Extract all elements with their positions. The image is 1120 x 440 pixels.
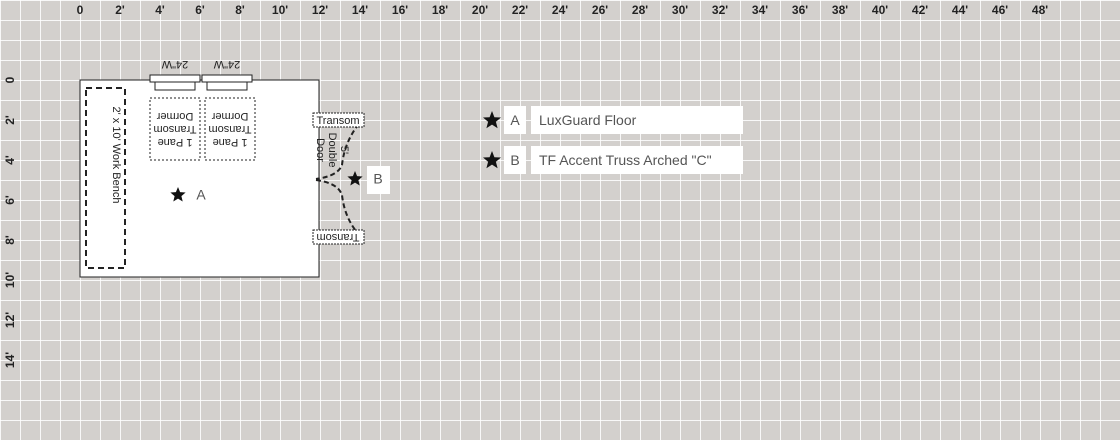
ruler-x-label: 36' (791, 3, 809, 17)
dormer-label-line: 1 Pane (213, 136, 248, 148)
ruler-x-label: 0 (76, 3, 84, 17)
ruler-x-label: 42' (911, 3, 929, 17)
dormer-outline (204, 97, 256, 161)
window-label: 24"W (213, 58, 240, 70)
ruler-x-label: 40' (871, 3, 889, 17)
dormer-left[interactable]: 1 Pane Transom Dormer (149, 97, 201, 161)
window-frame (201, 74, 253, 83)
dormer-outline (149, 97, 201, 161)
horizontal-ruler: 0 2' 4' 6' 8' 10' 12' 14' 16' 18' 20' 22… (0, 0, 1120, 20)
ruler-x-label: 46' (991, 3, 1009, 17)
ruler-x-label: 12' (311, 3, 329, 17)
door-label-line: 5' (338, 146, 350, 154)
ruler-x-label: 32' (711, 3, 729, 17)
dormer-label-line: Transom (154, 123, 197, 135)
star-icon (170, 187, 186, 202)
ruler-x-label: 8' (235, 3, 245, 17)
dormer-label-line: Dormer (156, 110, 193, 122)
dormer-label-line: Transom (209, 123, 252, 135)
window-24w-left[interactable]: 24"W (149, 58, 201, 91)
legend-label: TF Accent Truss Arched "C" (531, 146, 743, 174)
ruler-x-label: 4' (155, 3, 165, 17)
door-label-line: Double (326, 133, 338, 168)
door-swing-arc-top (315, 117, 365, 180)
legend-item[interactable]: A LuxGuard Floor (482, 106, 752, 136)
ruler-x-label: 18' (431, 3, 449, 17)
ruler-x-label: 10' (271, 3, 289, 17)
ruler-x-label: 2' (115, 3, 125, 17)
transom-label: Transom (317, 231, 360, 243)
ruler-x-label: 24' (551, 3, 569, 17)
ruler-x-label: 14' (351, 3, 369, 17)
ruler-x-label: 22' (511, 3, 529, 17)
work-bench-outline (85, 87, 126, 269)
door-swing-arc-bottom (315, 179, 365, 241)
window-label: 24"W (161, 58, 188, 70)
window-frame (149, 74, 201, 83)
ruler-x-label: 6' (195, 3, 205, 17)
legend-item[interactable]: B TF Accent Truss Arched "C" (482, 146, 752, 176)
legend-label: LuxGuard Floor (531, 106, 743, 134)
ruler-x-label: 28' (631, 3, 649, 17)
work-bench[interactable]: 2' x 10' Work Bench (85, 87, 126, 269)
ruler-x-label: 30' (671, 3, 689, 17)
ruler-x-label: 48' (1031, 3, 1049, 17)
marker-a[interactable]: A (170, 187, 206, 203)
transom-outline (312, 229, 365, 245)
window-sill (206, 81, 248, 91)
transom-bottom[interactable]: Transom (312, 229, 365, 245)
window-24w-right[interactable]: 24"W (201, 58, 253, 91)
ruler-x-label: 26' (591, 3, 609, 17)
marker-label: B (373, 171, 382, 187)
ruler-x-label: 38' (831, 3, 849, 17)
double-door[interactable]: 5' Double Door (314, 117, 365, 241)
legend-key: A (504, 106, 526, 134)
ruler-x-label: 34' (751, 3, 769, 17)
window-sill (154, 81, 196, 91)
ruler-x-label: 16' (391, 3, 409, 17)
dormer-label-line: Dormer (211, 110, 248, 122)
ruler-x-label: 44' (951, 3, 969, 17)
dormer-label-line: 1 Pane (158, 136, 193, 148)
star-icon (483, 151, 501, 169)
star-icon (347, 171, 363, 186)
legend-key: B (504, 146, 526, 174)
marker-label: A (196, 187, 206, 203)
dormer-right[interactable]: 1 Pane Transom Dormer (204, 97, 256, 161)
door-label-line: Door (314, 138, 326, 162)
marker-b[interactable]: B (347, 166, 390, 194)
transom-top[interactable]: Transom (312, 112, 365, 128)
transom-label: Transom (317, 115, 360, 127)
star-icon (483, 111, 501, 129)
transom-outline (312, 112, 365, 128)
marker-label-box (367, 166, 390, 194)
work-bench-label: 2' x 10' Work Bench (110, 107, 122, 204)
ruler-x-label: 20' (471, 3, 489, 17)
